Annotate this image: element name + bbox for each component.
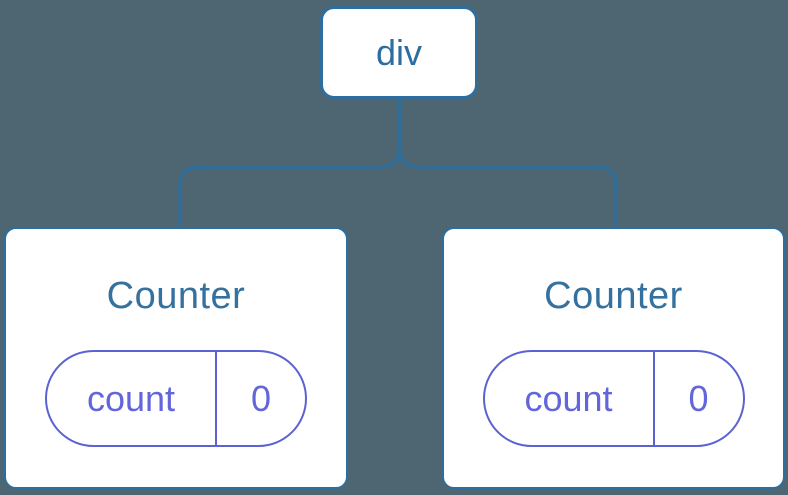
state-name: count	[86, 377, 176, 419]
tree-node-counter-left: Counter count 0	[4, 227, 348, 489]
component-title: Counter	[106, 275, 246, 317]
connector-left-branch	[178, 100, 402, 227]
state-name: count	[524, 377, 613, 419]
tree-node-label: div	[375, 31, 423, 73]
tree-node-counter-right: Counter count 0	[442, 227, 785, 489]
state-badge: count 0	[45, 350, 307, 447]
state-value: 0	[652, 352, 743, 445]
state-badge: count 0	[482, 350, 745, 447]
component-title: Counter	[544, 275, 683, 317]
state-value: 0	[215, 352, 305, 445]
connector-right-branch	[397, 100, 618, 227]
tree-node-div: div	[320, 6, 478, 99]
